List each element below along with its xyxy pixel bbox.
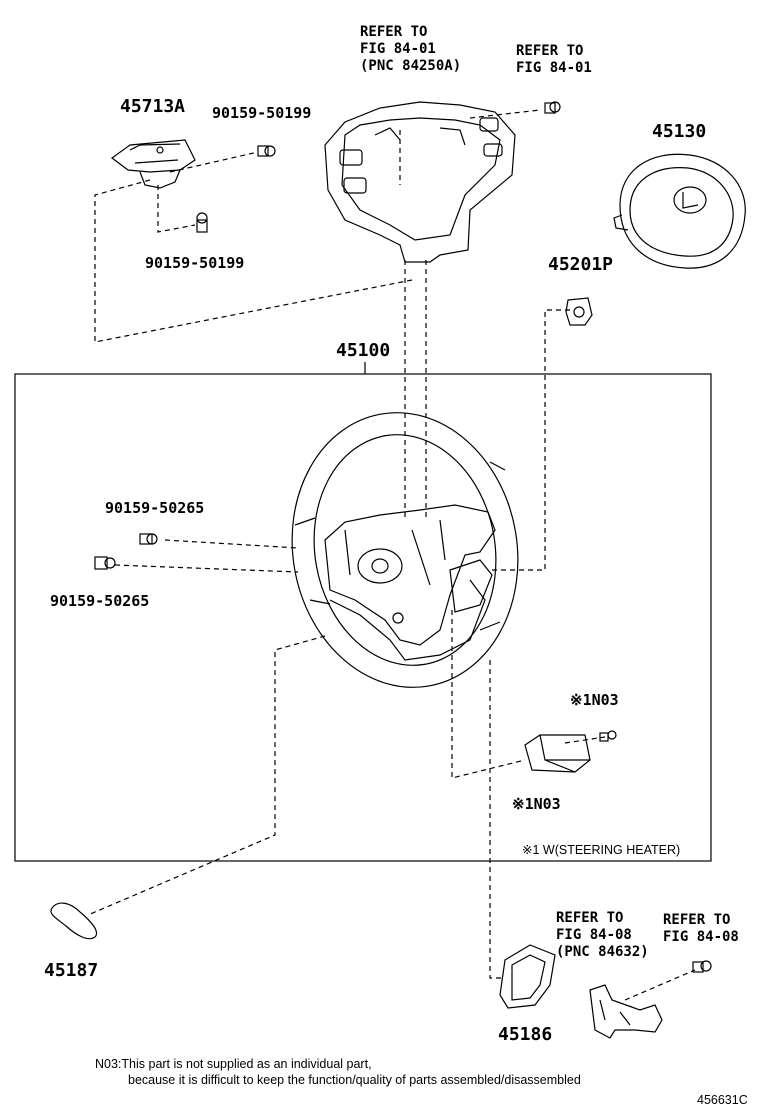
airbag-drawing — [613, 153, 746, 269]
callout-45130: 45130 — [652, 121, 707, 142]
callout-n03-upper: ※1N03 — [570, 691, 619, 709]
footnote-line-1: N03:This part is not supplied as an indi… — [95, 1057, 372, 1071]
callout-n03-lower: ※1N03 — [512, 795, 561, 813]
callout-90159-50265-a: 90159-50265 — [105, 499, 205, 517]
bezel-45186-drawing — [499, 944, 556, 1009]
callout-45201p: 45201P — [548, 254, 614, 275]
heater-module-drawing — [524, 730, 617, 773]
steering-switch-drawing — [589, 960, 712, 1039]
callout-45186: 45186 — [498, 1024, 553, 1045]
bracket-45713a-drawing — [110, 139, 196, 189]
callout-90159-50199-top: 90159-50199 — [212, 104, 312, 122]
callout-45100: 45100 — [336, 340, 391, 361]
bolt-50265-drawing — [94, 533, 158, 570]
steering-wheel-drawing — [291, 412, 519, 688]
callout-45713a: 45713A — [120, 96, 186, 117]
callout-45187: 45187 — [44, 960, 99, 981]
steering-switch-cover-drawing — [324, 101, 516, 263]
callout-90159-50265-b: 90159-50265 — [50, 592, 150, 610]
assembly-box — [14, 373, 712, 862]
footnote-line-2: because it is difficult to keep the func… — [128, 1073, 581, 1087]
trim-45187-drawing — [50, 902, 98, 940]
steering-heater-note: ※1 W(STEERING HEATER) — [522, 843, 681, 857]
leader-lines — [87, 109, 696, 1001]
nut-drawing — [565, 297, 593, 326]
callout-90159-50199-bottom: 90159-50199 — [145, 254, 245, 272]
figure-id: 456631C — [697, 1093, 748, 1107]
bolt-drawing — [196, 101, 561, 233]
